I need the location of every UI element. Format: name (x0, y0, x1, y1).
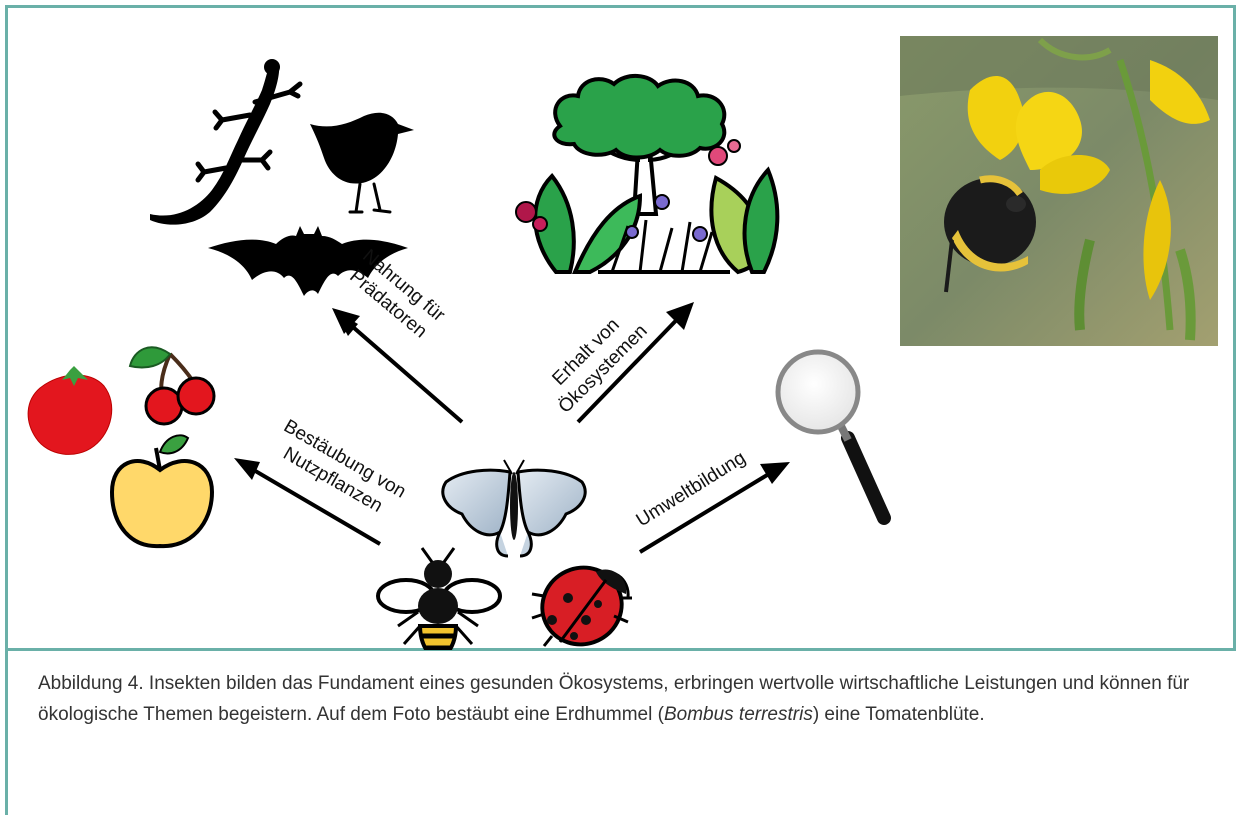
label-education-text: Umweltbildung (633, 447, 750, 531)
insect-services-diagram: Nahrung für Prädatoren Erhalt von Ökosys… (0, 0, 1240, 650)
lizard-icon (150, 59, 300, 225)
caption-species-name: Bombus terrestris (664, 704, 813, 725)
forest-ecosystem-icon (516, 76, 777, 272)
magnifying-glass-icon (778, 352, 884, 518)
label-education: Umweltbildung (633, 447, 750, 531)
figure-caption: Abbildung 4. Insekten bilden das Fundame… (38, 668, 1198, 730)
caption-text-part1: Abbildung 4. Insekten bilden das Fundame… (38, 673, 1189, 725)
label-pollination: Bestäubung von Nutzpflanzen (268, 416, 409, 524)
label-ecosystems: Erhalt von Ökosystemen (538, 304, 652, 418)
tomato-icon (28, 366, 112, 454)
caption-text-part2: ) eine Tomatenblüte. (813, 704, 985, 725)
cherries-icon (130, 347, 214, 424)
butterfly-icon (443, 460, 585, 556)
bird-icon (310, 113, 414, 212)
bee-icon (378, 548, 500, 650)
ladybug-icon (530, 555, 635, 650)
bumblebee-tomato-flower-photo (900, 36, 1218, 346)
apple-icon (112, 435, 212, 546)
